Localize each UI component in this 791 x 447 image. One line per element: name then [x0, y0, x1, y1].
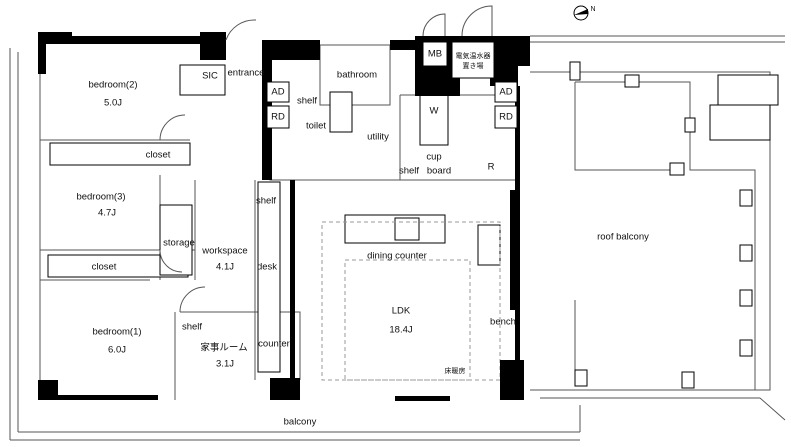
bathroom-label: bathroom — [337, 70, 377, 81]
rd-box-left — [266, 105, 290, 129]
ad-box-right — [494, 81, 518, 103]
storage-label: storage — [163, 238, 195, 249]
workspace-label: workspace — [201, 246, 247, 257]
board-label: board — [427, 166, 451, 177]
kaji-room-label: 家事ルーム — [200, 342, 247, 354]
closet-label-2: closet — [92, 262, 117, 273]
closet-label-1: closet — [146, 150, 171, 161]
desk-label: desk — [257, 262, 277, 273]
toilet-label: toilet — [306, 121, 326, 132]
floor-heating-label: 床暖房 — [445, 366, 466, 375]
ad-label-left: AD — [271, 87, 284, 98]
bedroom1-label: bedroom(1) — [92, 327, 141, 338]
bedroom3-label: bedroom(3) — [76, 192, 125, 203]
ldk-size: 18.4J — [389, 325, 412, 336]
shelf-label-toilet: shelf — [297, 96, 317, 107]
doors — [159, 5, 493, 313]
roof-balcony-railing — [569, 61, 779, 390]
bedroom1-size: 6.0J — [108, 345, 126, 356]
fridge-label: R — [488, 162, 495, 173]
balcony-outline — [9, 35, 786, 441]
bedroom2-size: 5.0J — [104, 98, 122, 109]
bench-label: bench — [490, 317, 516, 328]
shelf-label-kitchen: shelf — [399, 166, 419, 177]
rd-box-right — [494, 105, 518, 129]
shelf-label-kaji: shelf — [182, 322, 202, 333]
mb-label: MB — [428, 49, 442, 60]
dining-zone — [344, 259, 471, 381]
workspace-size: 4.1J — [216, 262, 234, 273]
roof-balcony-label: roof balcony — [597, 232, 649, 243]
bedroom2-label: bedroom(2) — [88, 80, 137, 91]
ad-box-left — [266, 81, 290, 103]
counter-label: counter — [258, 339, 290, 350]
ldk-label: LDK — [392, 306, 411, 317]
water-heater-room — [451, 41, 495, 79]
rd-label-left: RD — [271, 112, 285, 123]
washer-label: W — [430, 106, 439, 117]
compass-label: N — [590, 6, 595, 13]
ad-label-right: AD — [499, 87, 512, 98]
kaji-room-size: 3.1J — [216, 359, 234, 370]
floor-heating-zone — [321, 221, 501, 381]
mb-room — [422, 41, 448, 67]
sic-label: SIC — [202, 71, 218, 82]
balcony-label: balcony — [284, 417, 317, 428]
water-heater-label-2: 置き場 — [463, 61, 484, 70]
cup-label: cup — [426, 152, 441, 163]
rd-label-right: RD — [499, 112, 513, 123]
partitions — [39, 44, 515, 400]
compass-icon: N — [573, 5, 596, 21]
shelf-label-workspace: shelf — [256, 196, 276, 207]
entrance-label: entrance — [228, 68, 265, 79]
utility-label: utility — [367, 132, 389, 143]
bedroom3-size: 4.7J — [98, 208, 116, 219]
dining-counter-label: dining counter — [367, 251, 427, 262]
water-heater-label: 電気温水器 — [456, 51, 491, 60]
